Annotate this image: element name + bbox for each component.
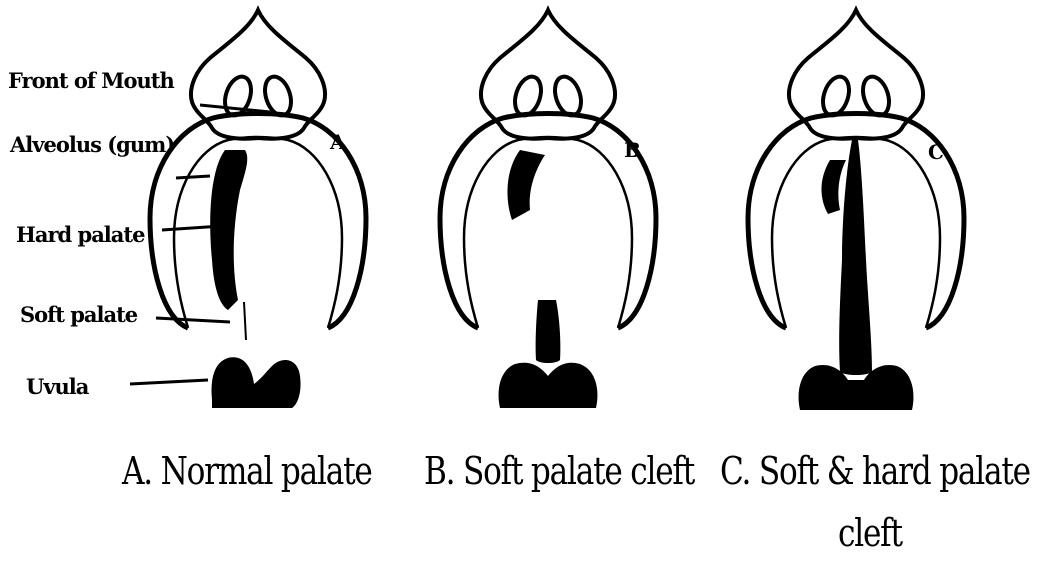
panel-b-cleft (536, 300, 561, 363)
label-hard-palate: Hard palate (16, 224, 144, 245)
panel-c-diagram (748, 10, 964, 410)
panel-a-diagram (150, 10, 366, 408)
label-front-of-mouth: Front of Mouth (8, 70, 174, 91)
panel-letter-b: B (624, 140, 641, 160)
panel-b-hard-palate-shade (507, 150, 545, 220)
caption-c-line1: C. Soft & hard palate (720, 452, 1030, 490)
label-uvula: Uvula (26, 376, 88, 397)
panel-a-uvula (212, 357, 301, 408)
caption-b: B. Soft palate cleft (424, 452, 694, 490)
panel-a-hard-palate-shade (210, 150, 247, 310)
panel-b-uvula (499, 363, 598, 408)
label-soft-palate: Soft palate (20, 304, 137, 325)
panel-b-diagram (440, 10, 656, 408)
panel-letter-a: A (330, 132, 346, 152)
caption-a: A. Normal palate (122, 452, 372, 490)
label-alveolus: Alveolus (gum) (10, 134, 174, 155)
panel-letter-c: C (928, 142, 944, 162)
panel-c-cleft (839, 140, 872, 375)
caption-c-line2: cleft (838, 514, 902, 552)
